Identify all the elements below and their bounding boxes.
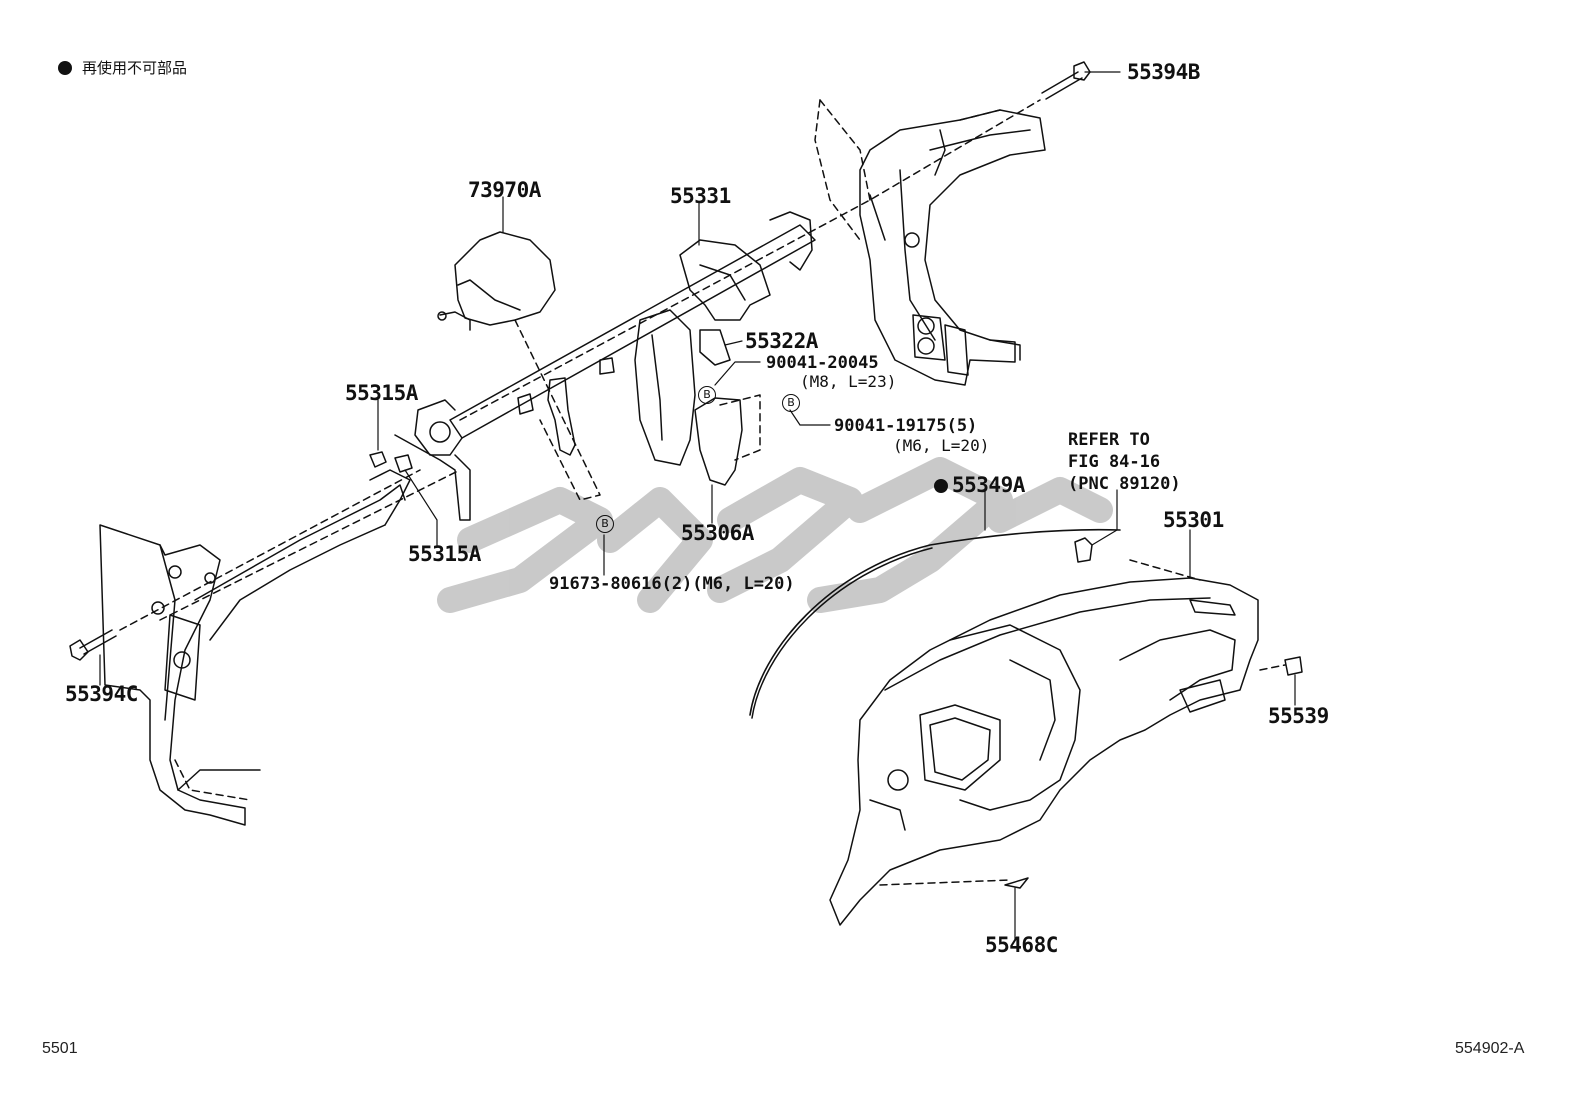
label-55301: 55301	[1163, 508, 1224, 532]
label-55322A: 55322A	[745, 329, 818, 353]
footer-right-code: 554902-A	[1455, 1040, 1525, 1057]
label-90041-19175-spec: (M6, L=20)	[893, 436, 990, 455]
bolt-marker-b-icon: B	[596, 515, 614, 533]
label-55315A-bottom: 55315A	[408, 542, 481, 566]
airbag-module	[437, 231, 556, 331]
label-55468C: 55468C	[985, 933, 1058, 957]
legend-text: 再使用不可部品	[82, 59, 188, 77]
label-90041-20045: 90041-20045	[766, 353, 879, 373]
cross-car-beam	[394, 211, 816, 521]
leader-lines	[99, 71, 1296, 941]
footer-left-code: 5501	[42, 1040, 78, 1057]
right-pillar-panel	[859, 109, 1046, 386]
label-55349A: 55349A	[952, 473, 1025, 497]
left-pillar-panel	[99, 469, 411, 826]
label-55306A: 55306A	[681, 521, 754, 545]
label-90041-19175: 90041-19175(5)	[834, 416, 978, 436]
non-reusable-dot-icon	[934, 479, 948, 493]
label-55315A-top: 55315A	[345, 381, 418, 405]
refer-line-1: REFER TO	[1068, 430, 1150, 450]
mounting-dashed-lines	[119, 99, 1286, 886]
label-91673-80616: 91673-80616(2)(M6, L=20)	[549, 574, 795, 594]
instrument-panel	[829, 577, 1259, 926]
bolt-55394C	[69, 629, 117, 661]
bolt-marker-b-icon: B	[698, 386, 716, 404]
refer-note: REFER TO FIG 84-16 (PNC 89120)	[1068, 429, 1181, 495]
non-reusable-dot-icon	[58, 60, 72, 75]
label-55394B: 55394B	[1127, 60, 1200, 84]
label-73970A: 73970A	[468, 178, 541, 202]
label-55539: 55539	[1268, 704, 1329, 728]
refer-line-3: (PNC 89120)	[1068, 474, 1181, 494]
label-55331: 55331	[670, 184, 731, 208]
bolt-55394B	[1041, 61, 1091, 100]
label-55394C: 55394C	[65, 682, 138, 706]
label-90041-20045-spec: (M8, L=23)	[800, 372, 897, 391]
refer-line-2: FIG 84-16	[1068, 452, 1161, 472]
legend-non-reusable: 再使用不可部品	[58, 57, 187, 78]
bolt-marker-b-icon: B	[782, 394, 800, 412]
